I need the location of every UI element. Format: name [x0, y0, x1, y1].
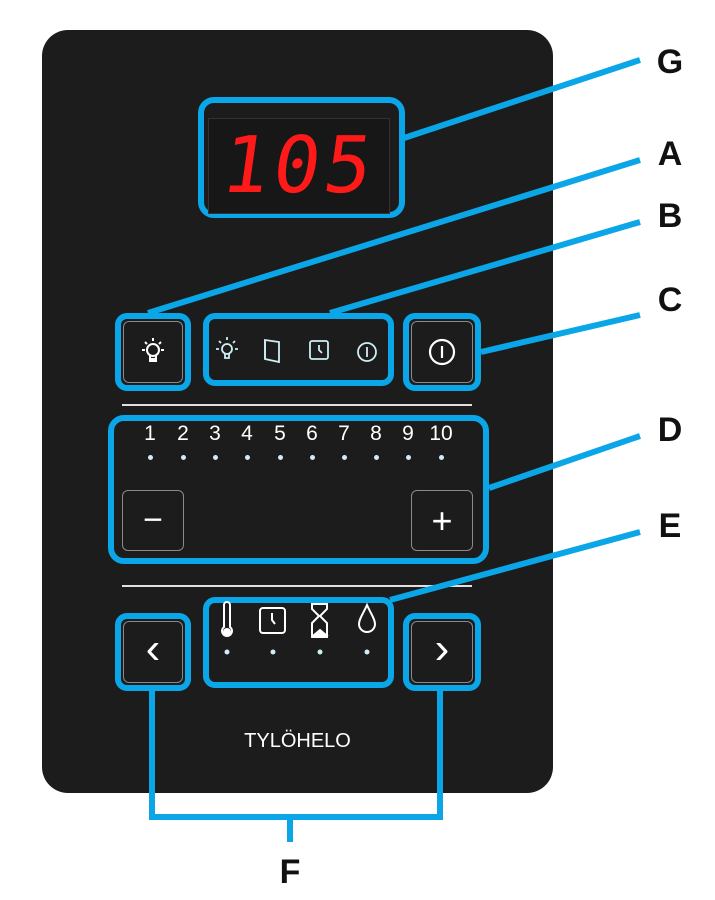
minus-label: −	[143, 501, 163, 539]
level-dot	[405, 455, 411, 460]
mode-indicators-highlight	[203, 597, 394, 688]
light-indicator-icon	[216, 337, 238, 359]
label-g: G	[656, 43, 684, 81]
divider	[122, 404, 472, 406]
thermometer-icon	[221, 601, 233, 637]
level-number: 6	[306, 422, 318, 445]
plus-button[interactable]: +	[411, 490, 473, 551]
light-button-highlight	[115, 313, 191, 391]
level-dot	[212, 455, 218, 460]
next-button-highlight	[403, 613, 481, 691]
brand-logo: TYLÖHELO	[244, 730, 351, 752]
label-b: B	[657, 197, 683, 235]
power-button[interactable]	[411, 321, 473, 383]
hourglass-icon	[311, 603, 329, 638]
power-button-highlight	[403, 313, 481, 391]
label-c: C	[657, 281, 683, 319]
drop-icon	[357, 602, 377, 633]
timer-indicator-icon	[309, 340, 329, 360]
label-d: D	[657, 411, 683, 449]
level-number: 9	[402, 422, 414, 445]
level-number: 5	[274, 422, 286, 445]
label-f: F	[279, 853, 301, 891]
plus-label: +	[431, 499, 453, 541]
power-icon	[428, 338, 456, 366]
next-label: ›	[434, 624, 450, 673]
light-button[interactable]	[123, 321, 183, 383]
display-highlight	[198, 97, 405, 218]
level-number: 8	[370, 422, 382, 445]
next-button[interactable]: ›	[411, 621, 473, 683]
level-dot	[244, 455, 250, 460]
level-dot	[147, 455, 153, 460]
clock-icon	[259, 607, 286, 634]
level-number: 1	[144, 422, 156, 445]
label-a: A	[657, 135, 683, 173]
power-indicator-icon	[357, 342, 377, 362]
level-number: 4	[241, 422, 253, 445]
level-dot	[438, 455, 444, 460]
prev-button[interactable]: ‹	[123, 621, 183, 683]
label-e: E	[658, 507, 682, 545]
level-number: 7	[338, 422, 350, 445]
prev-label: ‹	[145, 624, 161, 673]
light-bulb-icon	[142, 338, 164, 362]
temperature-display: 105	[208, 118, 390, 214]
status-indicators-highlight	[203, 313, 394, 386]
door-indicator-icon	[264, 338, 280, 364]
level-number: 3	[209, 422, 221, 445]
divider	[122, 585, 472, 587]
level-dot	[277, 455, 283, 460]
minus-button[interactable]: −	[122, 490, 184, 551]
prev-button-highlight	[115, 613, 191, 691]
level-number: 10	[429, 422, 453, 445]
level-dot	[180, 455, 186, 460]
level-dot	[309, 455, 315, 460]
level-control-highlight	[108, 415, 489, 564]
level-number: 2	[177, 422, 189, 445]
level-dot	[373, 455, 379, 460]
level-dot	[341, 455, 347, 460]
